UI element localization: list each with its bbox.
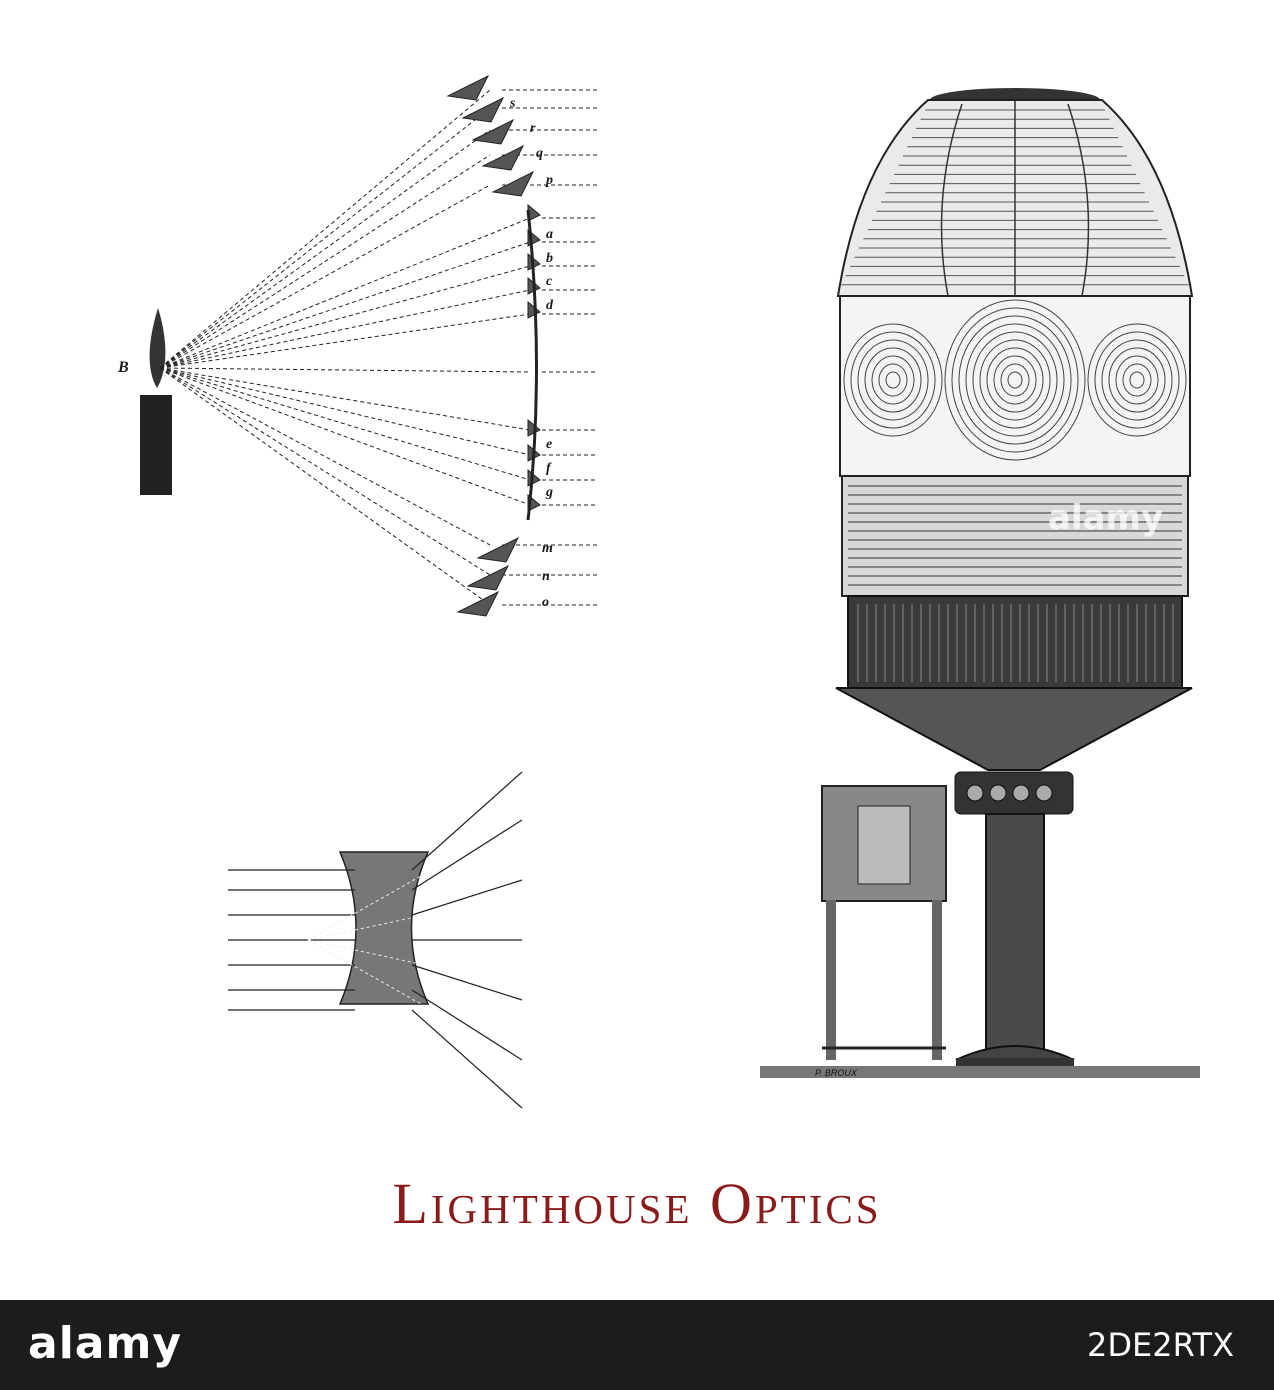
floor-line — [760, 1066, 1200, 1078]
prism-rings — [446, 74, 541, 617]
brand-logo[interactable]: alamy — [28, 1318, 182, 1369]
fresnel-diagram: B s r q p a b c d e f g m n o — [117, 74, 598, 617]
watermark: alamy — [1048, 498, 1164, 538]
candle-body — [140, 395, 172, 495]
label-c: c — [546, 274, 553, 289]
footer-bar: alamy 2DE2RTX — [0, 1300, 1274, 1390]
central-lens — [526, 209, 538, 521]
lamp-base-cage — [847, 595, 1183, 689]
candle-flame — [149, 308, 166, 388]
page-title: Lighthouse Optics — [392, 1171, 882, 1236]
image-id: 2DE2RTX — [1087, 1326, 1234, 1364]
label-p: p — [545, 173, 553, 188]
bullseye-lenses — [843, 299, 1187, 461]
label-a: a — [546, 227, 553, 242]
lens-rays — [228, 771, 523, 1109]
pedestal-column — [985, 813, 1045, 1051]
light-rays — [159, 89, 598, 606]
engraver-signature: P. BROUX — [815, 1068, 858, 1078]
label-s: s — [509, 96, 516, 111]
label-f: f — [546, 461, 552, 476]
label-q: q — [536, 146, 543, 161]
concave-lens — [338, 851, 430, 1005]
engraving-illustration: B s r q p a b c d e f g m n o — [117, 74, 1200, 1109]
lighthouse-lens-apparatus: P. BROUX — [760, 88, 1200, 1078]
label-n: n — [542, 569, 550, 584]
concave-lens-diagram — [228, 771, 523, 1109]
label-b: b — [546, 251, 553, 266]
label-source: B — [117, 359, 129, 376]
label-r: r — [530, 121, 536, 136]
label-g: g — [545, 485, 553, 500]
label-o: o — [542, 595, 549, 610]
label-m: m — [542, 541, 553, 556]
label-e: e — [546, 437, 552, 452]
lens-panels — [839, 295, 1191, 477]
page: B s r q p a b c d e f g m n o — [117, 74, 1200, 1236]
label-d: d — [546, 298, 554, 313]
support-frame — [835, 687, 1193, 771]
